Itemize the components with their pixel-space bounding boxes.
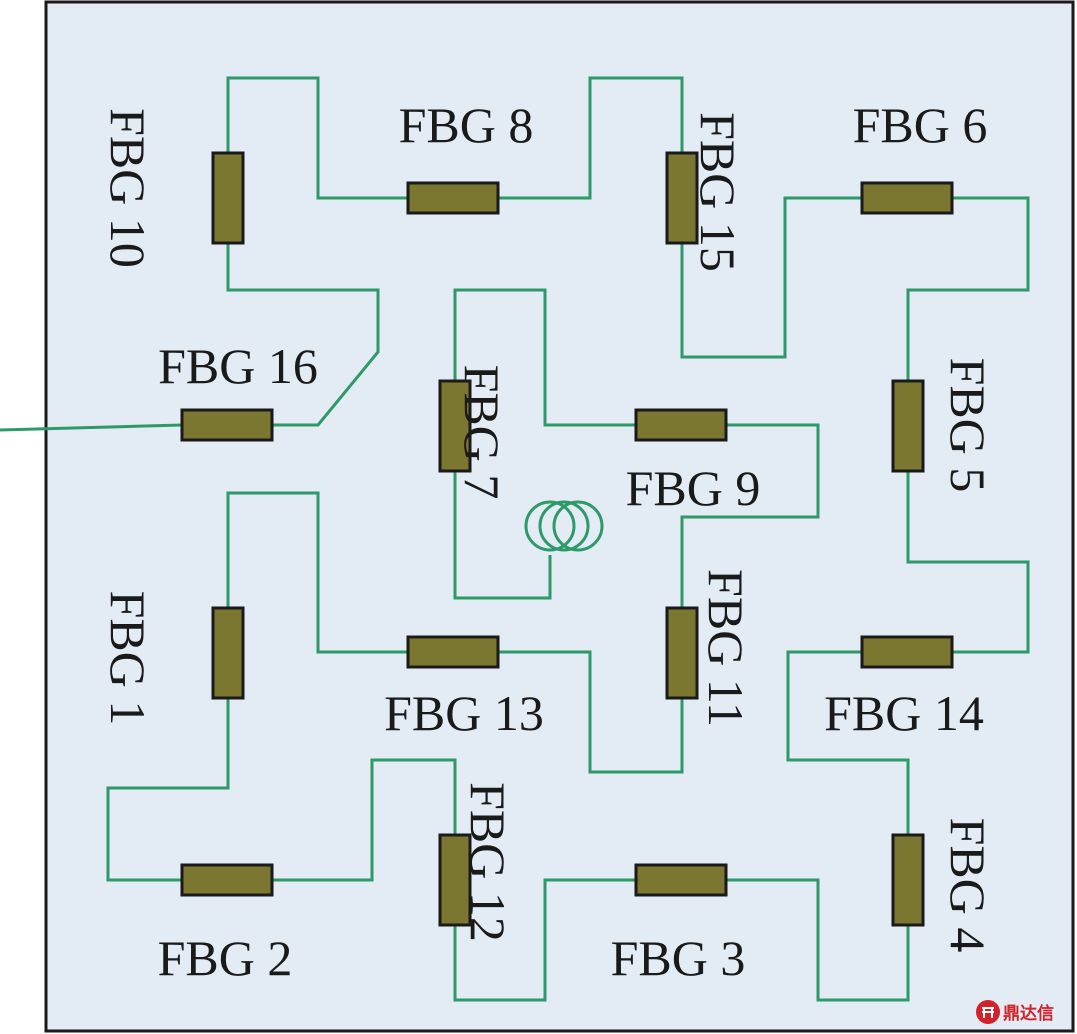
fbg-sensors: FBG 1 FBG 2 FBG 3 FBG 4 FBG 5 FBG 6 FBG … [100,97,996,986]
fiber-segment-center-right [680,423,820,608]
fbg3-label: FBG 3 [611,930,746,986]
watermark: 鼎达信 [976,1000,1054,1024]
fiber-segment-right-lower [786,650,910,835]
fiber-segment-bottom-right [726,878,910,1002]
fbg14-label: FBG 14 [824,685,984,741]
fbg10-grating [211,151,245,245]
watermark-text: 鼎达信 [1003,1003,1054,1024]
fbg15-grating [665,151,699,245]
fiber-segment-right-top [906,196,1030,382]
fbg16-grating [180,408,274,442]
fbg2-label: FBG 2 [158,930,293,986]
fbg7-label: FBG 7 [454,365,510,500]
fiber-segment-upper-middle [498,76,684,200]
fiber-coil-loop [538,500,590,552]
fbg8-grating [406,181,500,215]
fbg14-grating [860,635,954,669]
fbg12-grating [438,833,472,927]
fbg6-grating [860,181,954,215]
fiber-segment-bottom-left [272,758,457,882]
fbg1-label: FBG 1 [100,591,156,726]
fbg10-label: FBG 10 [100,108,156,268]
fiber-segment-to-coil [453,470,552,600]
fbg8-label: FBG 8 [399,97,534,153]
fbg6-label: FBG 6 [853,97,988,153]
fiber-segment-left-middle [226,491,408,654]
fbg16-label: FBG 16 [158,338,318,394]
fbg13-grating [406,635,500,669]
fbg13-label: FBG 13 [384,685,544,741]
fbg9-grating [634,408,728,442]
fbg2-grating [180,863,274,897]
fbg7-grating [438,379,472,473]
fiber-coil-icon [524,500,604,552]
fbg5-label: FBG 5 [940,358,996,493]
fiber-segment-upper-right [680,196,862,359]
fiber-segment-center-lower [498,650,684,774]
fiber-segment-bottom-middle [453,878,636,1002]
fbg9-label: FBG 9 [626,460,761,516]
fbg5-grating [891,379,925,473]
fiber-coil-loop [552,500,604,552]
fbg11-grating [665,606,699,700]
fbg12-label: FBG 12 [460,782,516,942]
fiber-segment-upper-left [226,76,408,200]
fiber-segment-center-top [453,288,636,427]
fiber-segment-left-lower [106,698,230,882]
fiber-coil-loop [524,500,576,552]
fbg3-grating [634,863,728,897]
fbg11-label: FBG 11 [698,569,754,727]
fbg4-label: FBG 4 [940,818,996,953]
fbg15-label: FBG 15 [690,112,746,272]
fbg1-grating [211,606,245,700]
fbg4-grating [891,833,925,927]
fiber-segment-right-middle [906,470,1030,654]
ddx-logo-icon [976,1000,1000,1024]
